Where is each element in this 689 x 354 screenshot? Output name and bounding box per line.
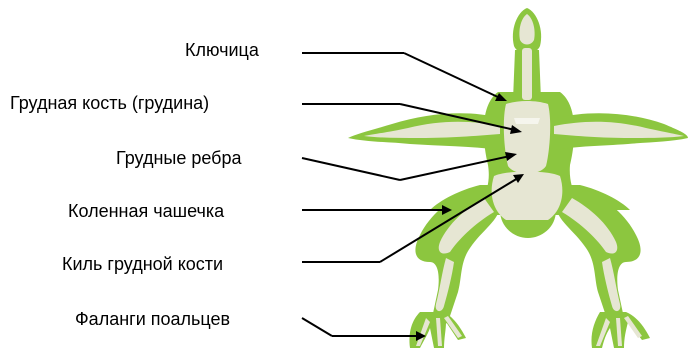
label-keel: Киль грудной кости bbox=[62, 254, 223, 274]
label-sternum: Грудная кость (грудина) bbox=[10, 93, 209, 113]
label-ribs: Грудные ребра bbox=[116, 148, 242, 168]
leader-line-clavicle bbox=[302, 53, 507, 101]
label-kneecap: Коленная чашечка bbox=[68, 201, 224, 221]
leader-line-ribs bbox=[302, 152, 517, 180]
leader-line-toes bbox=[302, 318, 426, 341]
skeleton-bones bbox=[364, 14, 684, 346]
label-clavicle: Ключица bbox=[185, 40, 259, 60]
leader-line-kneecap bbox=[302, 205, 452, 215]
label-toes: Фаланги поальцев bbox=[75, 309, 230, 329]
